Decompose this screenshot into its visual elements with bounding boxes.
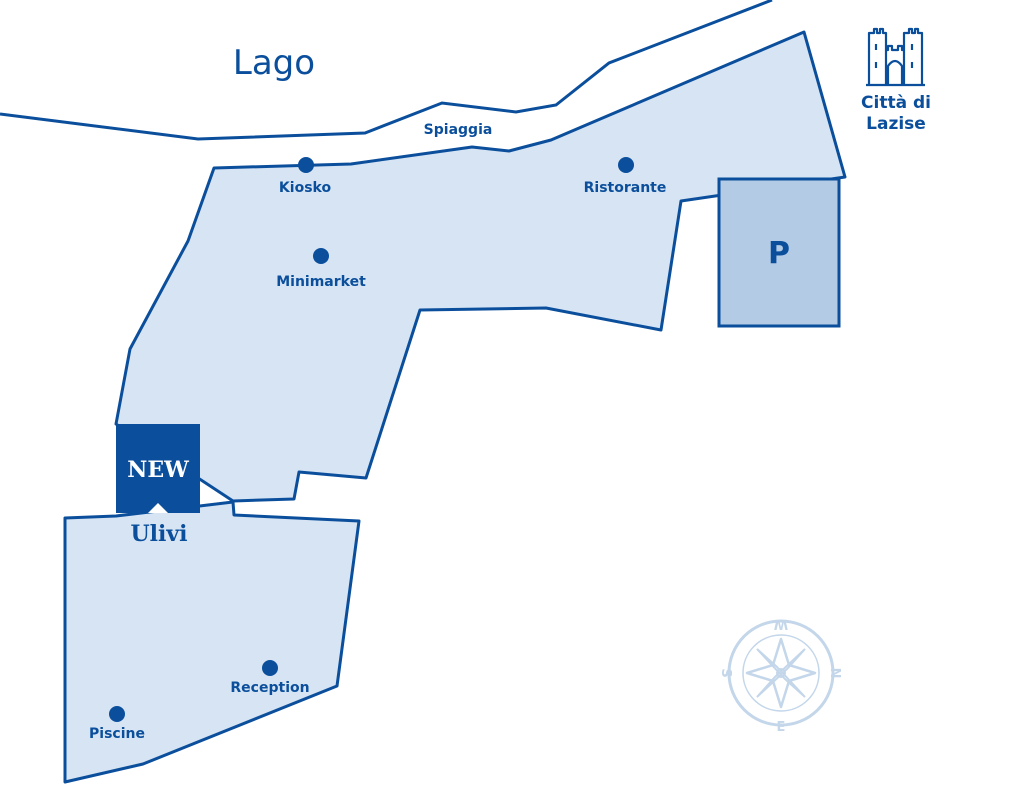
poi-label: Reception [230,680,309,696]
poi-marker [298,157,314,173]
beach-label: Spiaggia [424,122,493,138]
city-label-line1: Città di [861,93,931,113]
poi-marker [618,157,634,173]
parking-label: P [768,236,790,271]
compass-label-s: S [718,668,733,677]
new-badge-box [116,424,200,513]
poi-marker [262,660,278,676]
poi-minimarket[interactable]: Minimarket [276,248,366,290]
city-label-line2: Lazise [866,114,926,134]
poi-kiosko[interactable]: Kiosko [279,157,332,196]
poi-label: Minimarket [276,274,366,290]
poi-label: Ristorante [584,180,667,196]
compass-label-w: W [774,616,788,631]
compass-label-n: N [830,668,845,679]
castle-icon [866,27,925,87]
lake-label: Lago [233,43,315,83]
new-badge[interactable]: NEW [116,424,200,513]
zone-label-ulivi: Ulivi [130,521,187,547]
parking-area[interactable] [717,177,841,328]
new-badge-label: NEW [127,457,189,483]
poi-marker [313,248,329,264]
lake-shoreline [0,0,773,141]
poi-reception[interactable]: Reception [230,660,310,696]
poi-ristorante[interactable]: Ristorante [584,157,667,196]
poi-label: Piscine [89,726,145,742]
poi-label: Kiosko [279,180,332,196]
compass-rose-icon [727,619,835,727]
compass-label-e: E [777,720,786,735]
poi-piscine[interactable]: Piscine [89,706,145,742]
new-badge-notch [148,503,168,513]
poi-marker [109,706,125,722]
